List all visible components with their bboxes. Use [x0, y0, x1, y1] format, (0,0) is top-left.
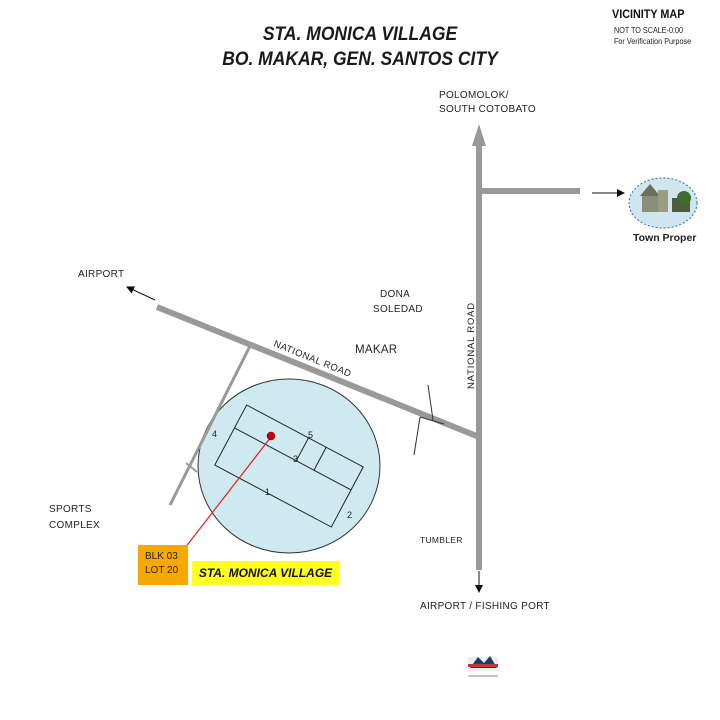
- lot-label: LOT 20: [145, 565, 179, 576]
- scale-note: NOT TO SCALE-0:00: [614, 25, 684, 35]
- map-title-line1: STA. MONICA VILLAGE: [262, 24, 458, 45]
- tumbler-label: TUMBLER: [420, 535, 463, 545]
- airport-arrow: [126, 286, 156, 301]
- road-north-arrow: [472, 124, 486, 146]
- soledad-label: SOLEDAD: [373, 304, 423, 315]
- south-cotobato-label: SOUTH COTOBATO: [439, 104, 536, 115]
- lot-blocks: [214, 404, 364, 528]
- map-title-line2: BO. MAKAR, GEN. SANTOS CITY: [222, 49, 498, 70]
- sports-label: SPORTS: [49, 504, 92, 515]
- purpose-note: For Verification Purpose: [614, 36, 692, 46]
- airport-label: AIRPORT: [78, 269, 125, 280]
- town-proper-label: Town Proper: [633, 232, 697, 244]
- side-road-left: [168, 345, 252, 506]
- lot-1-label: 1: [265, 487, 270, 497]
- national-road-vert-label: NATIONAL ROAD: [466, 302, 477, 389]
- dona-label: DONA: [380, 289, 411, 300]
- airport-fishing-label: AIRPORT / FISHING PORT: [420, 601, 550, 612]
- callout-line: [180, 436, 272, 554]
- logo-icon: [468, 656, 498, 677]
- lot-3-label: 3: [293, 454, 298, 464]
- complex-label: COMPLEX: [49, 520, 101, 531]
- lot-5-label: 5: [308, 430, 313, 440]
- town-proper-icon: [628, 177, 698, 229]
- polomolok-label: POLOMOLOK/: [439, 90, 509, 101]
- blk-label: BLK 03: [145, 551, 178, 562]
- location-marker: [266, 431, 276, 441]
- national-road-diagonal: [155, 304, 481, 440]
- makar-label: MAKAR: [355, 344, 398, 356]
- blk-lot-box: BLK 03 LOT 20: [138, 545, 188, 585]
- lot-2-label: 2: [347, 510, 352, 520]
- lot-4-label: 4: [212, 429, 217, 439]
- village-name-box: STA. MONICA VILLAGE: [192, 561, 339, 585]
- subdivision-circle: [197, 378, 381, 554]
- vicinity-map-heading: VICINITY MAP: [612, 7, 685, 21]
